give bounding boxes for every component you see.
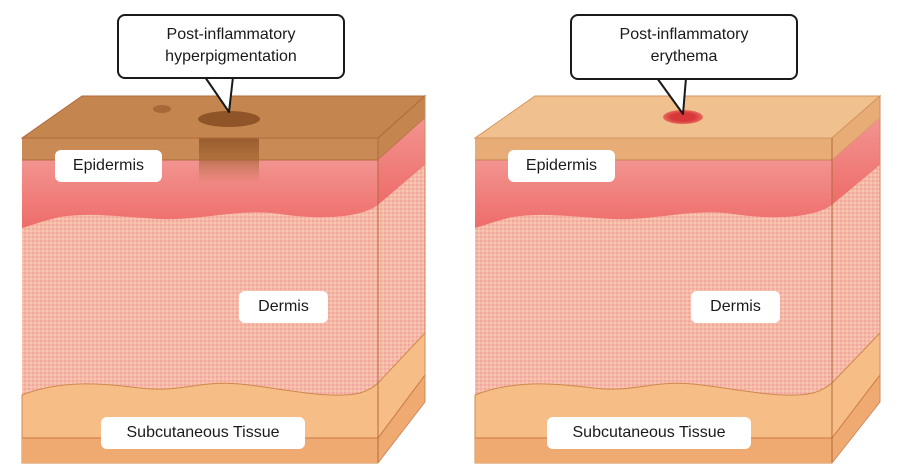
label-epidermis: Epidermis bbox=[55, 150, 162, 182]
callout-erythema: Post-inflammatory erythema bbox=[570, 14, 798, 80]
small-pigment-spot bbox=[153, 105, 171, 113]
pigment-column bbox=[199, 138, 259, 183]
side-subcutaneous bbox=[832, 333, 880, 438]
label-dermis: Dermis bbox=[239, 291, 328, 323]
label-subcutaneous-tissue: Subcutaneous Tissue bbox=[101, 417, 305, 449]
label-dermis: Dermis bbox=[691, 291, 780, 323]
erythema-spot bbox=[663, 110, 703, 124]
skin-block-right bbox=[473, 77, 882, 464]
side-dermis bbox=[378, 165, 425, 383]
callout-line-2: hyperpigmentation bbox=[165, 48, 297, 65]
skin-block-left bbox=[20, 76, 427, 464]
side-dermis bbox=[832, 165, 880, 383]
hyperpigmentation-spot bbox=[198, 111, 260, 127]
label-epidermis: Epidermis bbox=[508, 150, 615, 182]
callout-line-2: erythema bbox=[650, 48, 718, 65]
callout-hyperpigmentation: Post-inflammatory hyperpigmentation bbox=[117, 14, 345, 79]
side-red-layer bbox=[378, 118, 425, 205]
side-red-layer bbox=[832, 118, 880, 205]
callout-line-1: Post-inflammatory bbox=[166, 26, 296, 43]
side-subcutaneous-lower bbox=[378, 375, 425, 463]
callout-line-1: Post-inflammatory bbox=[619, 26, 749, 43]
side-subcutaneous bbox=[378, 333, 425, 438]
side-subcutaneous-lower bbox=[832, 375, 880, 463]
label-subcutaneous-tissue: Subcutaneous Tissue bbox=[547, 417, 751, 449]
